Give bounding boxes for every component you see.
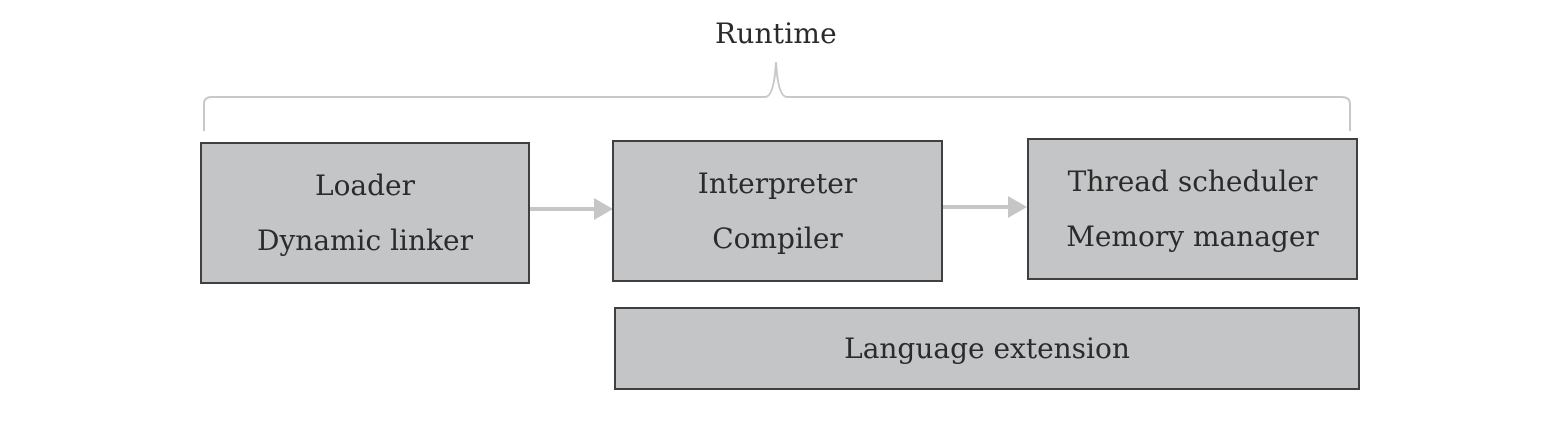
runtime-brace [203,61,1351,131]
loader-label: Loader [314,169,416,202]
interpreter-label: Interpreter [697,167,858,200]
dynamic-linker-label: Dynamic linker [257,224,473,257]
thread-scheduler-label: Thread scheduler [1067,165,1318,198]
arrow-loader-to-interpreter-head [594,198,613,220]
language-extension-label: Language extension [844,331,1130,365]
compiler-label: Compiler [712,222,843,255]
thread-box: Thread scheduler Memory manager [1027,138,1358,280]
interpreter-box: Interpreter Compiler [612,140,943,282]
loader-box: Loader Dynamic linker [200,142,530,284]
arrow-interpreter-to-thread-head [1008,196,1027,218]
memory-manager-label: Memory manager [1066,220,1319,253]
runtime-title: Runtime [715,17,837,50]
language-extension-box: Language extension [614,307,1360,390]
